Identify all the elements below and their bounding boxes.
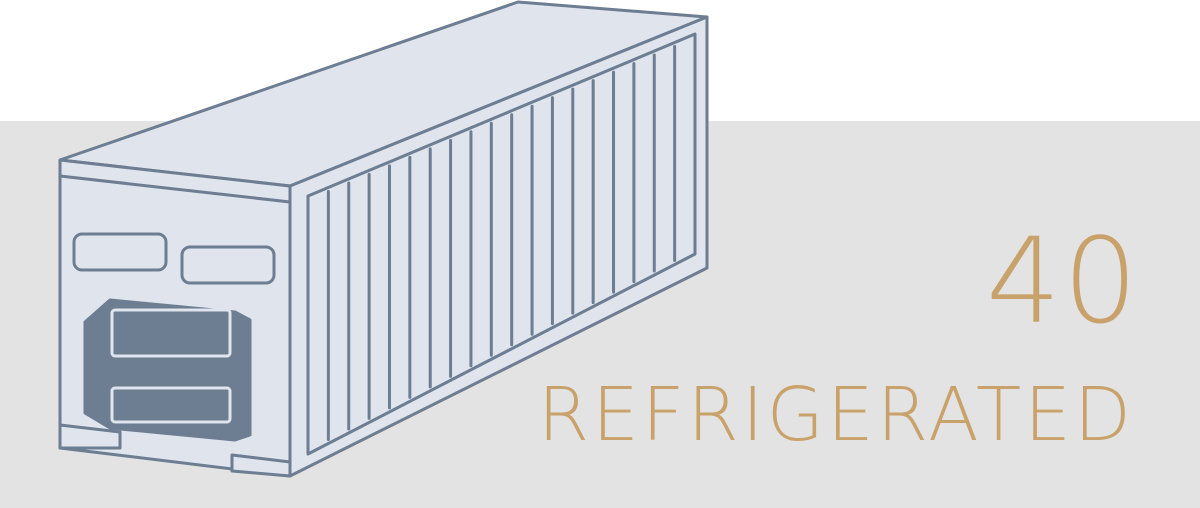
front-vent-left xyxy=(72,232,168,272)
side-panel-border xyxy=(306,32,697,456)
side-corrugation xyxy=(326,45,677,441)
front-frame-top xyxy=(58,174,292,204)
cooling-unit xyxy=(83,298,252,442)
container-size-label: 40 xyxy=(985,212,1140,350)
container-type-label: REFRIGERATED xyxy=(537,372,1134,458)
front-vent-right xyxy=(180,245,276,285)
container-foot-left xyxy=(58,423,122,450)
container-foot-right xyxy=(230,453,292,478)
